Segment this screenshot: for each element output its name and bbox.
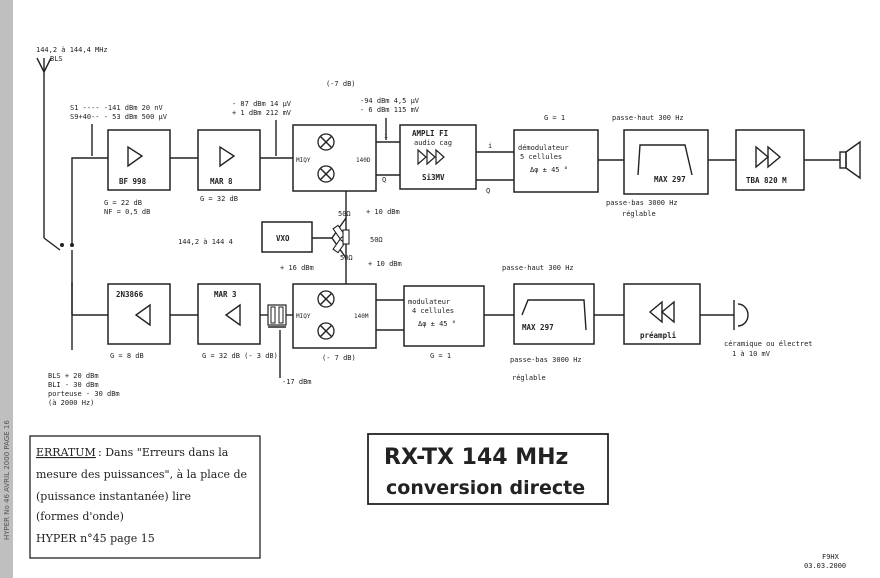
mic-label-2: 1 à 10 mV	[732, 350, 771, 358]
tx-level-4: (à 2000 Hz)	[48, 399, 94, 407]
title-line-2: conversion directe	[386, 477, 585, 499]
bf998-block: BF 998	[107, 129, 171, 191]
title-line-1: RX-TX 144 MHz	[384, 445, 568, 470]
vxo-block: VXO	[261, 221, 313, 253]
mar8-block: MAR 8	[197, 129, 261, 191]
tx-mixer-loss: (- 7 dB)	[322, 354, 356, 362]
demod-gain: G = 1	[544, 114, 565, 122]
bf998-gain: G = 22 dB	[104, 199, 142, 207]
preampli-block: préampli	[623, 283, 701, 345]
tx-filter-adj: réglable	[512, 374, 546, 382]
attenuator-icon	[267, 304, 287, 328]
demod-label-2: 5 cellules	[520, 153, 562, 161]
erratum-line-5: HYPER n°45 page 15	[36, 532, 155, 545]
rx-level-fi-1: -94 dBm 4,5 µV	[360, 97, 420, 105]
ampli-fi-block: AMPLI FI audio cag Si3MV	[399, 124, 477, 190]
tx-level-1: BLS + 20 dBm	[48, 372, 99, 380]
speaker-icon	[839, 140, 861, 180]
band-label-1: 144,2 à 144,4 MHz	[36, 46, 108, 54]
rx-filter-adj: réglable	[622, 210, 656, 218]
rx-filter-bottom: passe-bas 3000 Hz	[606, 199, 678, 207]
bf998-nf: NF = 0,5 dB	[104, 208, 150, 216]
tx-filter-block: MAX 297	[513, 283, 595, 345]
splitter-icon	[331, 217, 350, 259]
mar3-label: MAR 3	[214, 290, 237, 299]
rx-mixer-block: MIQY 140D	[292, 124, 377, 192]
demodulator-block: démodulateur 5 cellules Δφ ± 45 °	[513, 129, 599, 193]
mod-label-1: modulateur	[408, 298, 450, 306]
tx-level-2: BLI - 30 dBm	[48, 381, 99, 389]
rx-level-s940: S9+40-- - 53 dBm 500 µV	[70, 113, 168, 121]
title-box: RX-TX 144 MHz conversion directe	[367, 433, 609, 505]
erratum-line-3: (puissance instantanée) lire	[36, 490, 191, 503]
lo-freq: 144,2 à 144 4	[178, 238, 233, 246]
mar8-gain: G = 32 dB	[200, 195, 238, 203]
tx-att-level: -17 dBm	[282, 378, 312, 386]
q2n3866-block: 2N3866	[107, 283, 171, 345]
demod-label-1: démodulateur	[518, 144, 569, 152]
lo-level-in: + 16 dBm	[280, 264, 314, 272]
mar3-gain: G = 32 dB (- 3 dB)	[202, 352, 278, 360]
rx-q-label-2: Q	[486, 187, 490, 195]
modulator-block: modulateur 4 cellules Δφ ± 45 °	[403, 285, 485, 347]
rx-mixer-right-label: 140D	[356, 157, 371, 164]
tx-mixer-left-label: MIQY	[296, 313, 311, 320]
ampli-part-label: Si3MV	[422, 173, 445, 182]
tx-mixer-right-label: 140M	[354, 313, 369, 320]
rx-filter-top: passe-haut 300 Hz	[612, 114, 684, 122]
q2n3866-label: 2N3866	[116, 290, 144, 299]
erratum-line-4: (formes d'onde)	[36, 510, 124, 523]
rx-level-mar8-2: + 1 dBm 212 mV	[232, 109, 292, 117]
vxo-label: VXO	[276, 234, 290, 243]
rx-filter-part: MAX 297	[654, 175, 686, 184]
ampli-fi-label: AMPLI FI	[412, 129, 448, 138]
rx-level-mar8-1: - 87 dBm 14 µV	[232, 100, 292, 108]
erratum-line-2: mesure des puissances", à la place de	[36, 468, 247, 481]
rx-q-label-1: Q	[382, 176, 386, 184]
rx-i-label-1: i	[384, 132, 388, 140]
tba-block: TBA 820 M	[735, 129, 805, 191]
mar3-block: MAR 3	[197, 283, 261, 345]
tr-switch-icon	[43, 237, 74, 251]
margin-text: HYPER No 46 AVRIL 2000 PAGE 16	[3, 420, 11, 540]
mod-phase: Δφ ± 45 °	[418, 320, 456, 328]
mod-label-2: 4 cellules	[412, 307, 454, 315]
rx-i-label-2: i	[488, 142, 492, 150]
margin-strip	[0, 0, 13, 578]
footer-date: 03.03.2000	[804, 562, 846, 570]
tx-filter-bottom: passe-bas 3000 Hz	[510, 356, 582, 364]
rx-mixer-left-label: MIQY	[296, 157, 311, 164]
tx-filter-top: passe-haut 300 Hz	[502, 264, 574, 272]
mar8-label: MAR 8	[210, 177, 233, 186]
antenna-icon	[36, 57, 52, 95]
tx-filter-part: MAX 297	[522, 323, 554, 332]
ampli-cag-label: audio cag	[414, 139, 452, 147]
tba-label: TBA 820 M	[746, 176, 787, 185]
erratum-box: ERRATUM : Dans "Erreurs dans la mesure d…	[29, 435, 261, 559]
band-label-2: BLS	[50, 55, 63, 63]
lo-level-down: + 10 dBm	[368, 260, 402, 268]
rx-mixer-loss: (-7 dB)	[326, 80, 356, 88]
demod-phase: Δφ ± 45 °	[530, 166, 568, 174]
q2n3866-gain: G = 8 dB	[110, 352, 144, 360]
tx-mixer-block: MIQY 140M	[292, 283, 377, 349]
rx-level-fi-2: - 6 dBm 115 mV	[360, 106, 420, 114]
lo-level-up: + 10 dBm	[366, 208, 400, 216]
erratum-head: ERRATUM	[36, 446, 96, 459]
mod-gain: G = 1	[430, 352, 451, 360]
bf998-label: BF 998	[119, 177, 147, 186]
rx-filter-block: MAX 297	[623, 129, 709, 195]
lo-r2: 50Ω	[370, 236, 383, 244]
rx-level-s1: S1 ---- -141 dBm 20 nV	[70, 104, 164, 112]
microphone-icon	[733, 300, 749, 330]
mic-label-1: céramique ou électret	[724, 340, 813, 348]
footer-author: F9HX	[822, 553, 840, 561]
erratum-line-1: : Dans "Erreurs dans la	[98, 446, 229, 459]
tx-level-3: porteuse - 30 dBm	[48, 390, 120, 398]
preampli-label: préampli	[640, 331, 677, 340]
lo-r1: 50Ω	[338, 210, 351, 218]
